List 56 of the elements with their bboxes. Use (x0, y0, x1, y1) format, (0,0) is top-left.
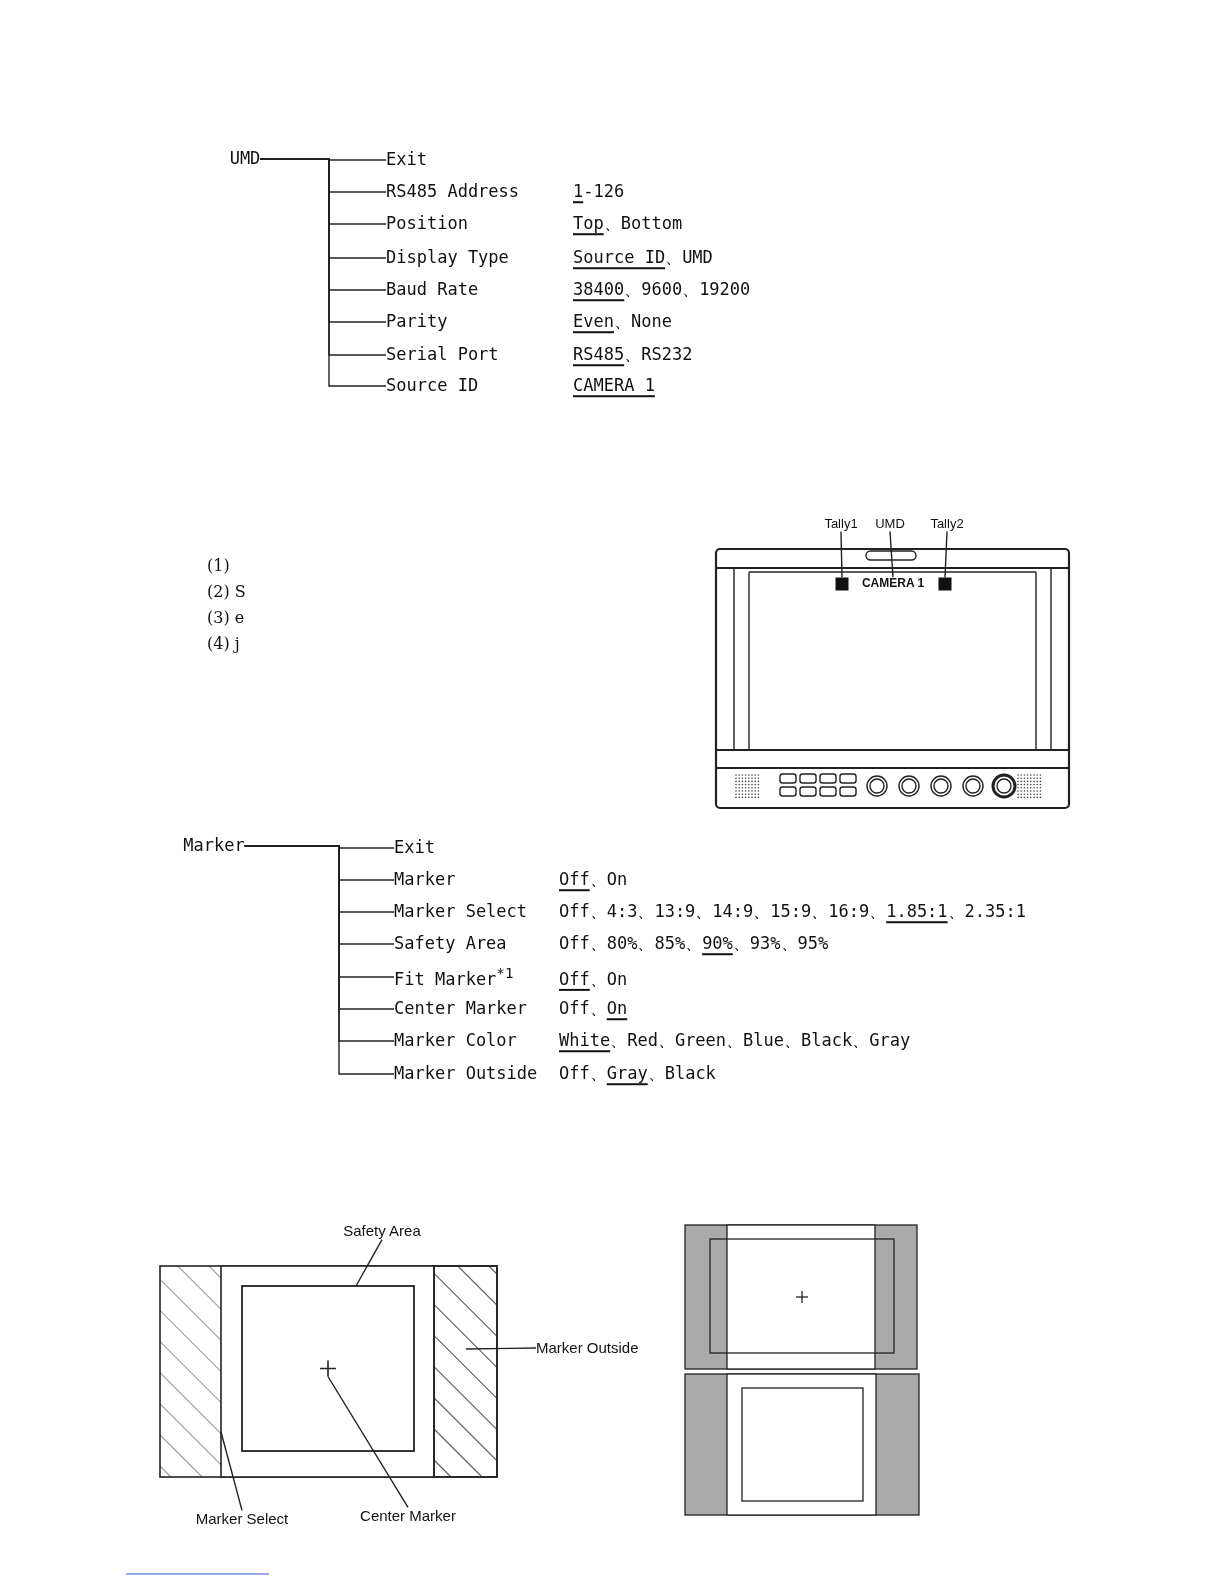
callout-label: Center Marker (360, 1507, 456, 1525)
onscreen-text: CAMERA 1 (861, 577, 925, 591)
list-number: (2) S (207, 582, 246, 602)
menu-item: Marker (394, 870, 457, 890)
leader-line (944, 530, 948, 579)
leader-line (220, 1431, 243, 1512)
option-list: CAMERA 1 (573, 375, 655, 396)
menu-item: Exit (394, 837, 435, 858)
option-list: Even、None (573, 311, 672, 332)
menu-item: Marker Color (394, 1031, 518, 1051)
option-list: Off、On (559, 869, 628, 890)
option-list: White、Red、Green、Blue、Black、Gray (559, 1030, 911, 1051)
list-number: (1) (207, 556, 230, 576)
menu-item: RS485 Address (386, 182, 521, 202)
indicator-label: Tally2 (930, 516, 964, 532)
menu-item: Fit Marker$^{*1}$ (394, 964, 515, 990)
tally-lamp (835, 577, 849, 591)
center-marker-cross (319, 1359, 337, 1378)
menu-item: Serial Port (386, 345, 500, 365)
menu-item: Marker Outside (394, 1064, 539, 1084)
indicator-label: UMD (875, 516, 905, 532)
menu-item: Position (386, 214, 469, 234)
option-list: 1-126 (573, 181, 625, 202)
leader-line (465, 1347, 537, 1350)
tally-lamp (938, 577, 952, 591)
option-list: Off、4:3、13:9、14:9、15:9、16:9、1.85:1、2.35:1 (559, 901, 1026, 922)
option-list: Source ID、UMD (573, 247, 713, 268)
list-number: (3) e (207, 608, 245, 628)
callout-label: Safety Area (343, 1222, 421, 1240)
menu-item: Source ID (386, 376, 480, 396)
menu-item: Display Type (386, 248, 510, 268)
menu-item: Marker Select (394, 902, 529, 922)
leader-line (355, 1238, 383, 1287)
option-list: Top、Bottom (573, 213, 683, 234)
indicator-label: Tally1 (824, 516, 858, 532)
menu-item: Safety Area (394, 934, 508, 954)
leader-line (327, 1375, 409, 1509)
list-number: (4) j (207, 634, 240, 654)
option-list: RS485、RS232 (573, 344, 693, 365)
option-list: Off、Gray、Black (559, 1063, 716, 1084)
safety-area-frame (241, 1285, 415, 1452)
menu-item: Baud Rate (386, 280, 480, 300)
hatched-area (433, 1265, 498, 1478)
option-list: Off、On (559, 968, 628, 989)
callout-label: Marker Select (195, 1510, 289, 1528)
leader-line (840, 530, 843, 579)
option-list: Off、On (559, 998, 628, 1019)
menu-item: Parity (386, 312, 449, 332)
menu-title: UMD (229, 149, 261, 169)
menu-item: Center Marker (394, 999, 529, 1019)
menu-item: Exit (386, 149, 427, 170)
option-list: 38400、9600、19200 (573, 279, 751, 300)
leader-line (889, 530, 894, 578)
menu-title: Marker (183, 836, 245, 856)
option-list: Off、80%、85%、90%、93%、95% (559, 933, 829, 954)
callout-label: Marker Outside (536, 1339, 639, 1357)
